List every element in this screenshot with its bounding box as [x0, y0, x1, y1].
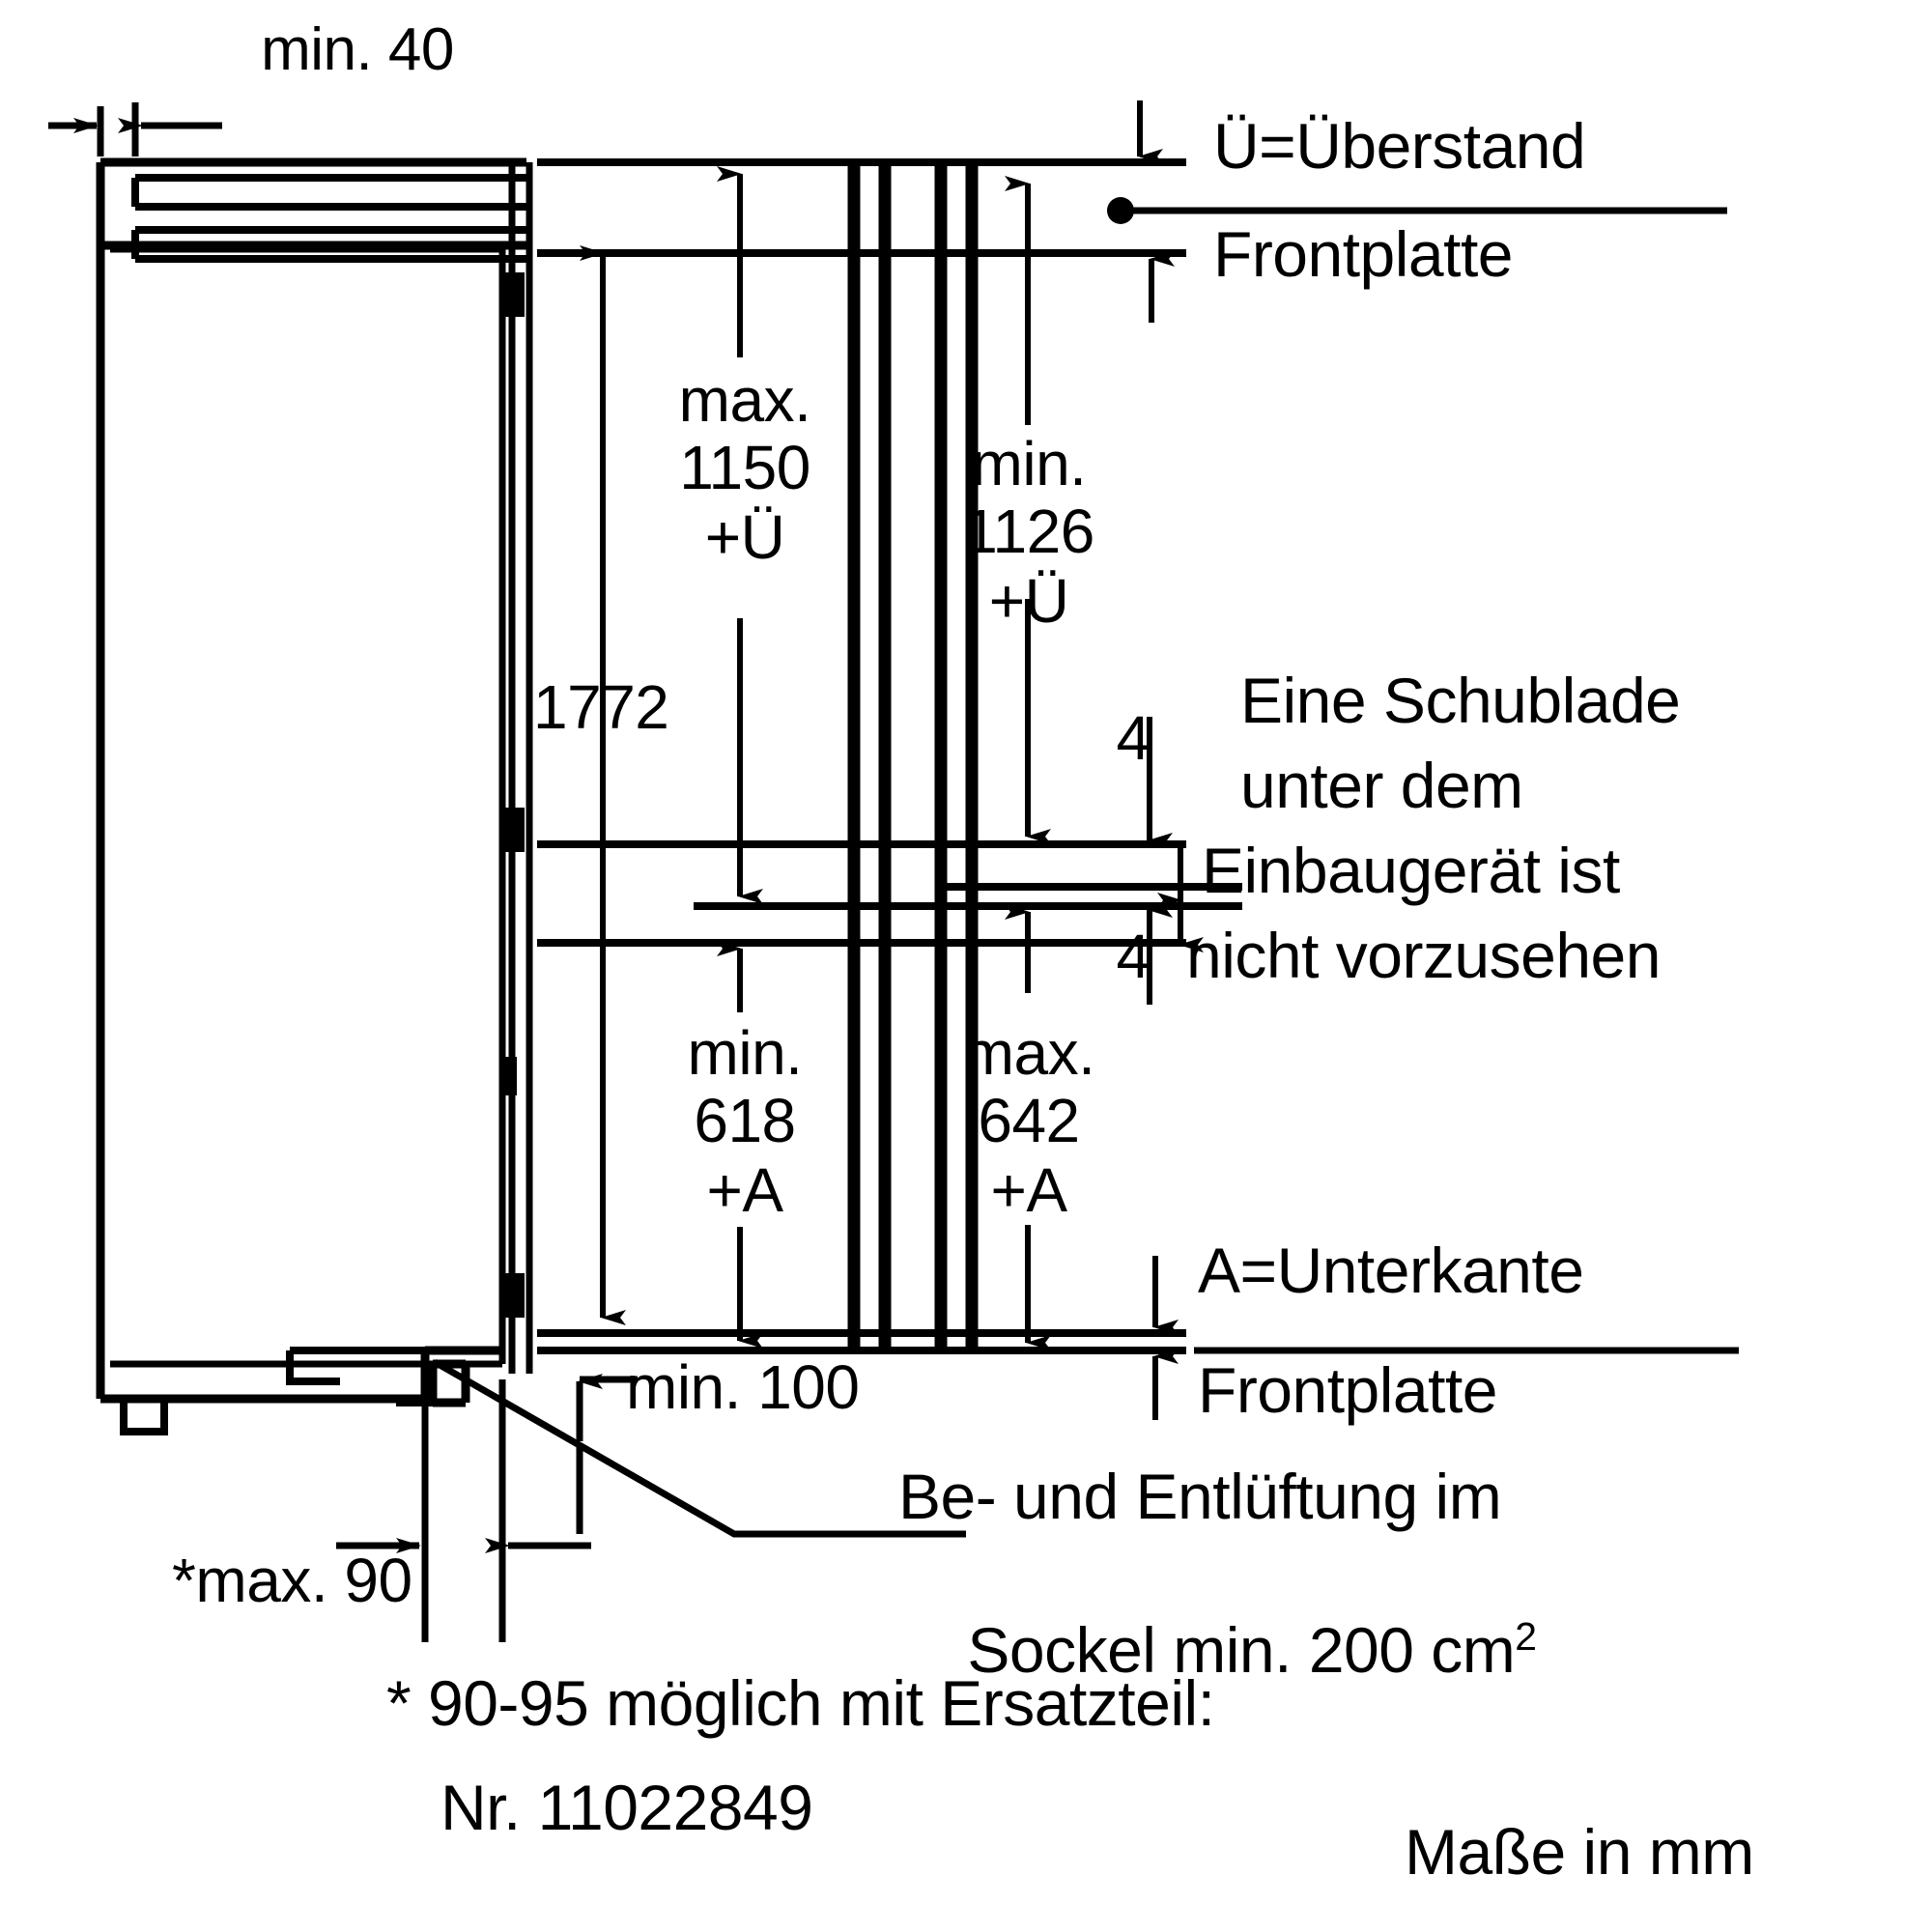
label-min-100: min. 100 — [626, 1352, 860, 1422]
annotation-drawer-note-line-1: Eine Schublade — [1240, 665, 1681, 736]
label-gap-4-upper: 4 — [1116, 703, 1151, 773]
annotation-a-legend-line-1: A=Unterkante — [1198, 1235, 1584, 1306]
label-plinth-max-90: *max. 90 — [172, 1546, 412, 1615]
label-min-618-suffix: +A — [706, 1155, 783, 1225]
appliance-foot-left — [120, 1399, 168, 1435]
min40-dimension — [48, 102, 222, 156]
label-height-1772: 1772 — [533, 672, 669, 742]
label-min-618: min. — [687, 1018, 803, 1088]
label-gap-4-lower: 4 — [1116, 922, 1151, 991]
annotation-ue-legend-line-2: Frontplatte — [1213, 218, 1514, 290]
label-min-1126: min. — [971, 429, 1087, 498]
niche-bottom-reference-lines — [537, 1329, 1186, 1354]
annotation-vent-note-line-2: Sockel min. 200 cm2 — [898, 1553, 1922, 1748]
vent-note-text: Sockel min. 200 cm — [967, 1614, 1516, 1687]
annotation-ue-legend-line-1: Ü=Überstand — [1213, 110, 1586, 182]
annotation-drawer-note-line-4: nicht vorzusehen — [1186, 920, 1661, 991]
hinge-marks — [503, 272, 525, 1318]
footnote-line-1: * 90-95 möglich mit Ersatzteil: — [386, 1667, 1215, 1739]
label-max-642: max. — [962, 1018, 1095, 1088]
annotation-drawer-note-line-3: Einbaugerät ist — [1202, 835, 1620, 906]
label-min-40: min. 40 — [261, 16, 454, 83]
label-max-642-suffix: +A — [990, 1155, 1067, 1225]
appliance-body-outline — [96, 157, 526, 1404]
label-min-1126-suffix: +Ü — [988, 566, 1069, 636]
appliance-door-profile — [131, 174, 526, 263]
label-min-618-value: 618 — [694, 1086, 796, 1155]
vent-note-superscript: 2 — [1515, 1614, 1537, 1660]
vertical-double-bar-right — [934, 158, 979, 1350]
appliance-inner-panel — [110, 245, 506, 1368]
label-max-1150: max. — [678, 365, 811, 435]
annotation-vent-note-line-1: Be- und Entlüftung im — [898, 1461, 1502, 1532]
plinth-dimension — [336, 1379, 591, 1642]
label-max-642-value: 642 — [978, 1086, 1080, 1155]
label-max-1150-suffix: +Ü — [704, 502, 785, 572]
appliance-right-edge-strip — [508, 162, 533, 1374]
niche-top-reference-lines — [537, 158, 1186, 257]
footnote-line-2: Nr. 11022849 — [440, 1772, 813, 1843]
label-max-1150-value: 1150 — [679, 433, 810, 502]
vertical-double-bar-left — [847, 158, 892, 1350]
annotation-a-legend-line-2: Frontplatte — [1198, 1354, 1498, 1426]
label-min-1126-value: 1126 — [963, 497, 1094, 566]
vent-leader-line — [433, 1358, 966, 1538]
units-label: Maße in mm — [1405, 1816, 1754, 1888]
ue-leader-dot — [1107, 197, 1134, 224]
annotation-drawer-note-line-2: unter dem — [1240, 750, 1523, 821]
min100-leader — [576, 1374, 638, 1534]
dimension-arrow-gap4-lower — [1147, 887, 1204, 1005]
